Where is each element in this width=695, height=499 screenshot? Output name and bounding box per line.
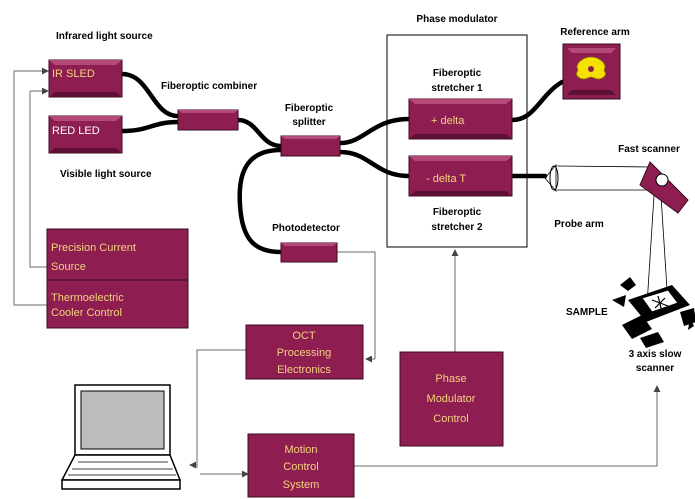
motion-line2: Control bbox=[283, 461, 318, 473]
stretcher-2-box: - delta T bbox=[408, 155, 513, 197]
phase-line1: Phase bbox=[435, 373, 466, 385]
stretcher-1-box: + delta bbox=[408, 98, 513, 140]
motion-line1: Motion bbox=[284, 444, 317, 456]
phase-modulator-control-box: Phase Modulator Control bbox=[399, 351, 504, 447]
reference-arm-mirror bbox=[562, 43, 621, 100]
thermo-line1: Thermoelectric bbox=[51, 292, 124, 304]
oct-line1: OCT bbox=[292, 330, 316, 342]
control-wires bbox=[13, 67, 661, 478]
fast-scanner-label: Fast scanner bbox=[618, 144, 680, 155]
laptop-icon bbox=[60, 384, 182, 490]
ir-sled-label: IR SLED bbox=[52, 68, 95, 80]
stretcher-1-label-1: Fiberoptic bbox=[433, 68, 482, 79]
phase-line2: Modulator bbox=[427, 393, 476, 405]
phase-modulator-label: Phase modulator bbox=[416, 14, 497, 25]
phase-line3: Control bbox=[433, 413, 468, 425]
oct-line2: Processing bbox=[277, 347, 331, 359]
phase-modulator-frame bbox=[386, 34, 528, 248]
stretcher-1-label-2: stretcher 1 bbox=[431, 83, 483, 94]
stretcher-2-label-1: Fiberoptic bbox=[433, 207, 482, 218]
motion-control-box: Motion Control System bbox=[247, 433, 355, 498]
fiberoptic-splitter-label-1: Fiberoptic bbox=[285, 103, 334, 114]
fast-scanner-mirror bbox=[639, 161, 689, 214]
slow-scanner-label-1: 3 axis slow bbox=[629, 349, 682, 360]
reference-arm-label: Reference arm bbox=[560, 27, 630, 38]
plus-delta-label: + delta bbox=[431, 115, 465, 127]
photodetector-label: Photodetector bbox=[272, 223, 340, 234]
thermo-line2: Cooler Control bbox=[51, 307, 122, 319]
ir-sled-box: IR SLED bbox=[48, 59, 123, 98]
red-led-box: RED LED bbox=[48, 115, 123, 154]
oct-line3: Electronics bbox=[277, 364, 331, 376]
visible-source-label: Visible light source bbox=[60, 169, 152, 180]
probe-arm-label: Probe arm bbox=[554, 219, 604, 230]
infrared-source-label: Infrared light source bbox=[56, 31, 153, 42]
precision-current-box: Precision Current Source bbox=[46, 228, 189, 281]
stretcher-2-label-2: stretcher 2 bbox=[431, 222, 483, 233]
fiberoptic-splitter-box bbox=[280, 135, 341, 157]
probe-lens bbox=[549, 165, 559, 191]
motion-line3: System bbox=[283, 479, 320, 491]
sample-label: SAMPLE bbox=[566, 307, 608, 318]
photodetector-box bbox=[280, 242, 338, 263]
minus-delta-label: - delta T bbox=[426, 173, 466, 185]
slow-scanner-label-2: scanner bbox=[636, 363, 674, 374]
fiber-cables bbox=[119, 71, 565, 255]
oct-processing-box: OCT Processing Electronics bbox=[245, 324, 364, 380]
precision-current-line2: Source bbox=[51, 261, 86, 273]
precision-current-line1: Precision Current bbox=[51, 242, 136, 254]
fiberoptic-splitter-label-2: splitter bbox=[292, 117, 325, 128]
slow-scanner-stage bbox=[612, 277, 695, 348]
fiberoptic-combiner-label: Fiberoptic combiner bbox=[161, 81, 257, 92]
red-led-label: RED LED bbox=[52, 125, 100, 137]
thermoelectric-box: Thermoelectric Cooler Control bbox=[46, 279, 189, 329]
fiberoptic-combiner-box bbox=[177, 109, 239, 131]
